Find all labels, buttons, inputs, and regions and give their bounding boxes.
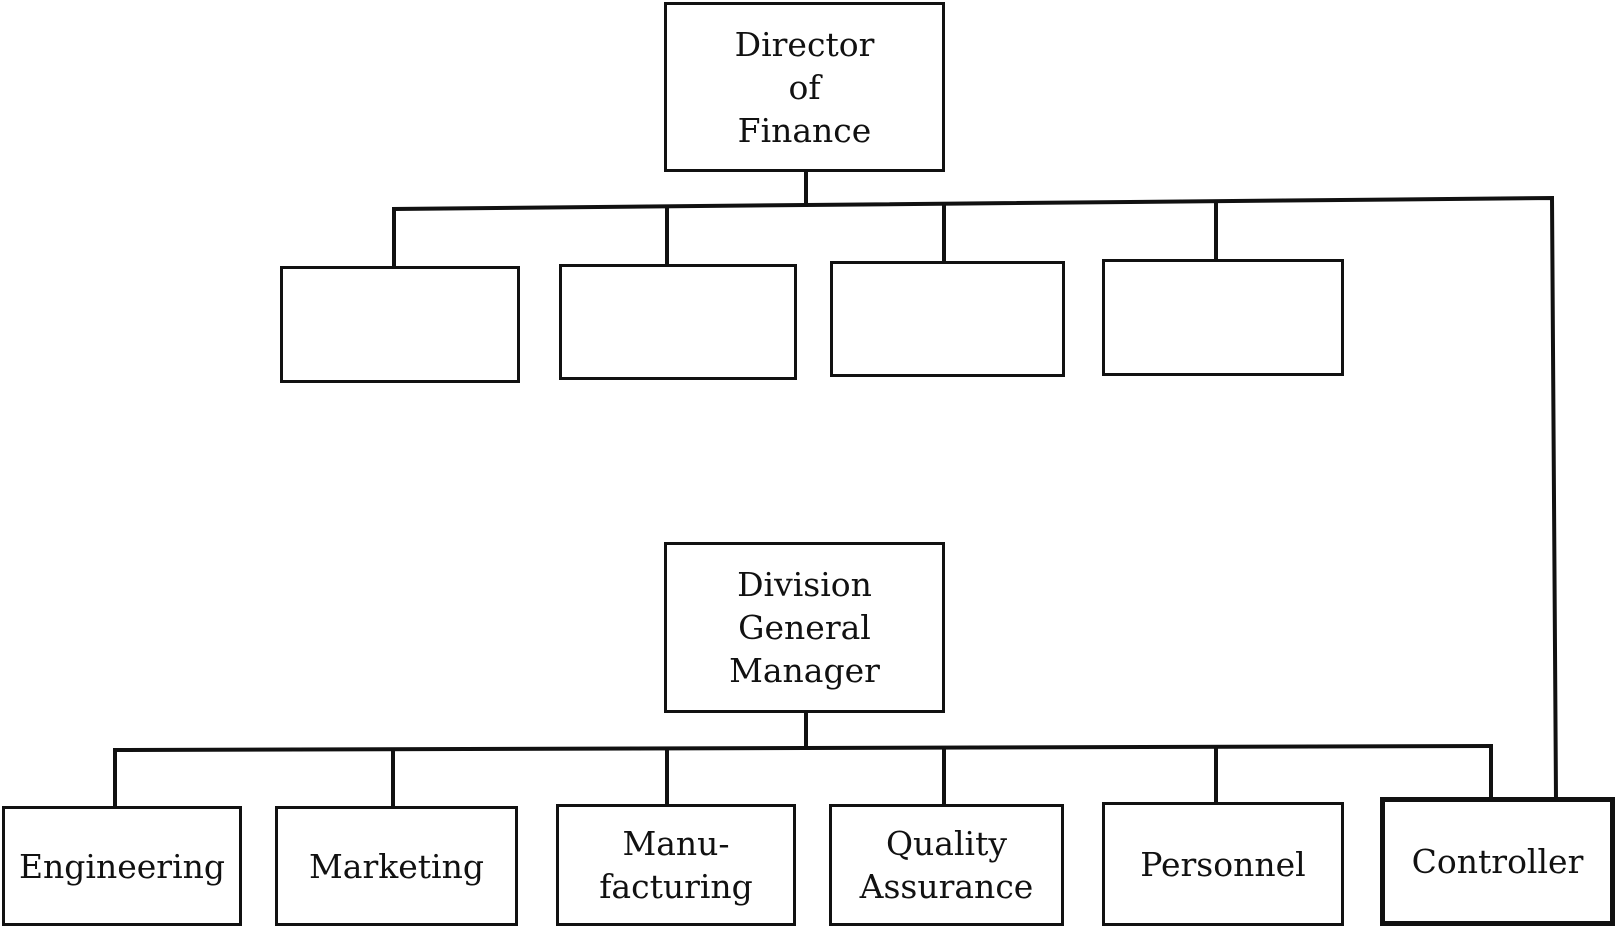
director-branch-line [392, 195, 1559, 803]
engineering-label: Engineering [18, 846, 226, 886]
manager-label-line-2: General [738, 608, 871, 647]
empty-box-2 [559, 264, 797, 380]
manager-label-line-1: Division [737, 565, 872, 604]
division-general-manager-box: Division General Manager [664, 542, 945, 713]
manufacturing-box: Manu- facturing [556, 804, 796, 926]
empty-box-3 [830, 261, 1065, 377]
personnel-label: Personnel [1140, 844, 1306, 884]
manufacturing-label-line-1: Manu- [622, 824, 730, 863]
manager-label-line-3: Manager [729, 651, 880, 690]
empty-box-4 [1102, 259, 1344, 376]
marketing-box: Marketing [275, 806, 518, 926]
manufacturing-label-line-2: facturing [599, 867, 753, 906]
quality-assurance-box: Quality Assurance [829, 804, 1064, 926]
director-label-line-3: Finance [737, 110, 872, 150]
quality-label-line-1: Quality [886, 824, 1007, 863]
manager-bus-line [112, 743, 1494, 753]
director-label-line-2: of [788, 67, 821, 107]
marketing-label: Marketing [309, 846, 484, 886]
director-of-finance-box: Director of Finance [664, 2, 945, 172]
director-label-line-1: Director [734, 24, 875, 64]
controller-label: Controller [1411, 842, 1584, 881]
empty-box-1 [280, 266, 520, 383]
quality-label-line-2: Assurance [859, 867, 1034, 906]
engineering-box: Engineering [2, 806, 242, 926]
personnel-box: Personnel [1102, 802, 1344, 926]
controller-box: Controller [1380, 797, 1615, 926]
